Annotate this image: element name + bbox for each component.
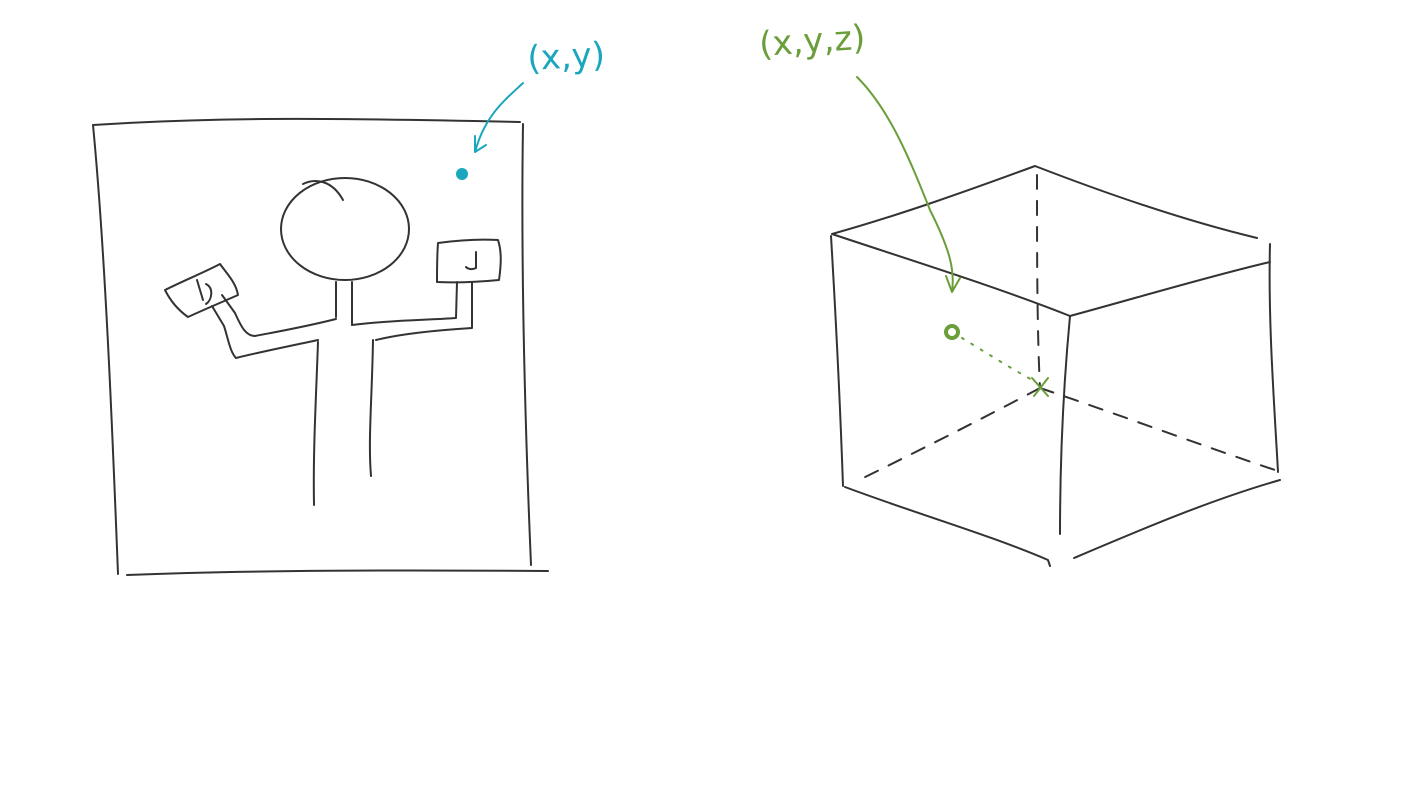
stick-figure-left-hand <box>164 263 239 318</box>
cube-top-face <box>831 165 1271 317</box>
cube-hidden-edges <box>854 174 1276 483</box>
point-2d-dot <box>456 168 468 180</box>
stick-figure-head <box>280 177 410 281</box>
stick-figure-right-hand <box>436 238 502 284</box>
picture-2d: (x,y) <box>92 35 606 576</box>
stick-figure <box>164 177 502 506</box>
point-3d-marker: (x,y,z) <box>758 18 1049 397</box>
stick-figure-right-arm <box>351 281 473 341</box>
picture-frame <box>92 117 549 576</box>
stick-figure-neck <box>335 281 353 326</box>
point-2d-arrow <box>474 82 524 153</box>
stick-figure-hair <box>302 180 344 201</box>
point-3d-label: (x,y,z) <box>758 18 867 65</box>
stick-figure-legs <box>312 339 374 506</box>
point-3d-origin-cross <box>1031 377 1049 397</box>
point-2d-marker: (x,y) <box>456 35 606 180</box>
point-3d-arrow <box>856 76 961 293</box>
cube-3d: (x,y,z) <box>758 18 1281 567</box>
stick-figure-left-arm <box>211 294 337 359</box>
point-3d-dot <box>944 324 960 340</box>
point-2d-label: (x,y) <box>526 35 606 79</box>
point-3d-projection-line <box>961 337 1037 383</box>
cube-front-edges <box>830 235 1281 567</box>
